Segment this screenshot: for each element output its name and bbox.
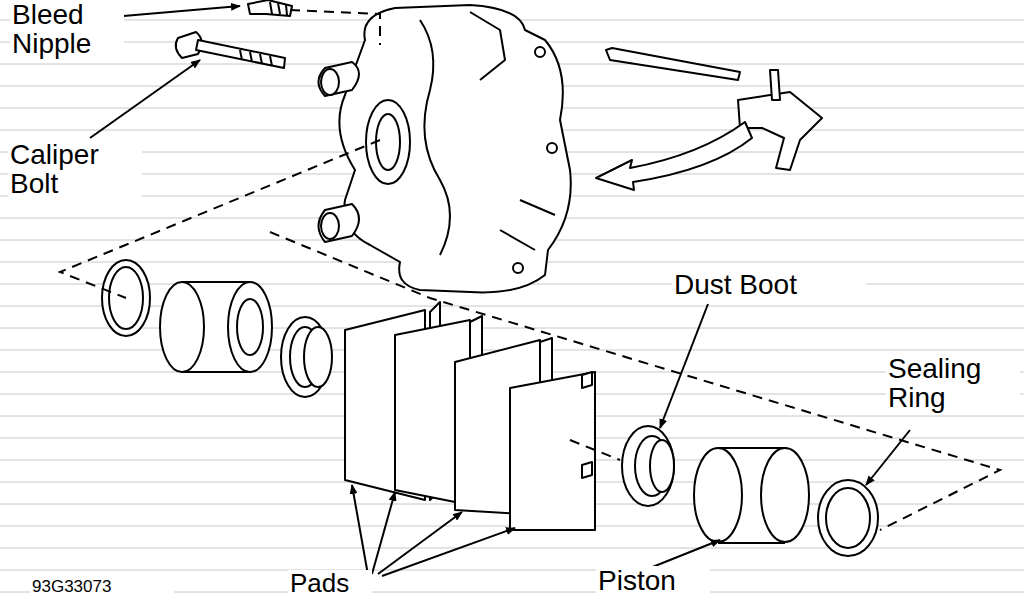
part-label: Sealing Ring	[886, 354, 1020, 413]
part-label: Piston	[596, 566, 710, 595]
part-label: Pads	[288, 570, 372, 597]
part-label: Dust Boot	[672, 270, 866, 299]
part-label: Caliper Bolt	[8, 140, 142, 199]
part-label: Bleed Nipple	[10, 0, 124, 59]
figure-number: 93G33073	[30, 578, 174, 596]
